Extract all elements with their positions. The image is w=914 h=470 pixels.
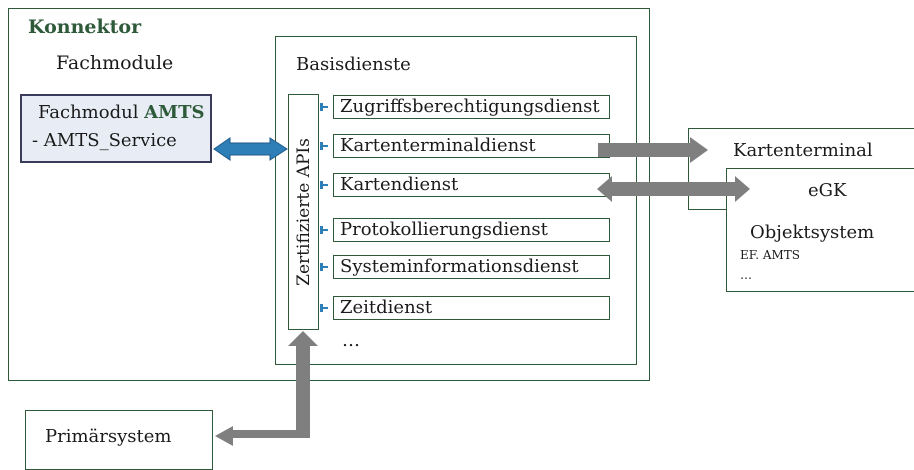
egk-box (726, 168, 914, 292)
api-connector-icon (320, 142, 328, 150)
objektsystem-label: Objektsystem (750, 222, 875, 243)
service-kartendienst: Kartendienst (333, 173, 610, 197)
primaersystem-title: Primärsystem (45, 426, 172, 447)
fachmodule-heading: Fachmodule (56, 52, 174, 74)
konnektor-title: Konnektor (28, 16, 142, 38)
egk-title: eGK (808, 180, 847, 201)
basisdienste-heading: Basisdienste (296, 54, 411, 75)
service-systeminformationsdienst: Systeminformationsdienst (333, 255, 610, 279)
kartenterminaldienst-arrow (598, 137, 708, 163)
zertifizierte-apis-bar: Zertifizierte APIs (288, 94, 319, 330)
api-connector-icon (320, 103, 328, 111)
service-zeitdienst: Zeitdienst (333, 296, 610, 320)
primaersystem-api-arrow (215, 331, 318, 446)
api-connector-icon (320, 181, 328, 189)
api-connector-icon (320, 304, 328, 312)
egk-more-ellipsis: … (740, 268, 752, 282)
fachmodul-name: AMTS (144, 102, 205, 123)
fachmodul-amts-box: Fachmodul AMTS - AMTS_Service (20, 94, 212, 163)
more-services-ellipsis: … (342, 330, 360, 351)
fachmodul-api-arrow (213, 137, 288, 161)
kartendienst-egk-arrow (597, 176, 750, 202)
service-zugriffsberechtigungsdienst: Zugriffsberechtigungsdienst (333, 95, 610, 119)
api-connector-icon (320, 263, 328, 271)
fachmodul-label: Fachmodul AMTS (38, 102, 204, 123)
primaersystem-box (25, 410, 213, 470)
ef-amts-label: EF. AMTS (740, 248, 801, 262)
api-connector-icon (320, 226, 328, 234)
service-protokollierungsdienst: Protokollierungsdienst (333, 218, 610, 242)
amts-service-label: - AMTS_Service (32, 130, 177, 151)
fachmodul-prefix: Fachmodul (38, 102, 145, 123)
kartenterminal-title: Kartenterminal (733, 140, 873, 161)
service-kartenterminaldienst: Kartenterminaldienst (333, 134, 610, 158)
